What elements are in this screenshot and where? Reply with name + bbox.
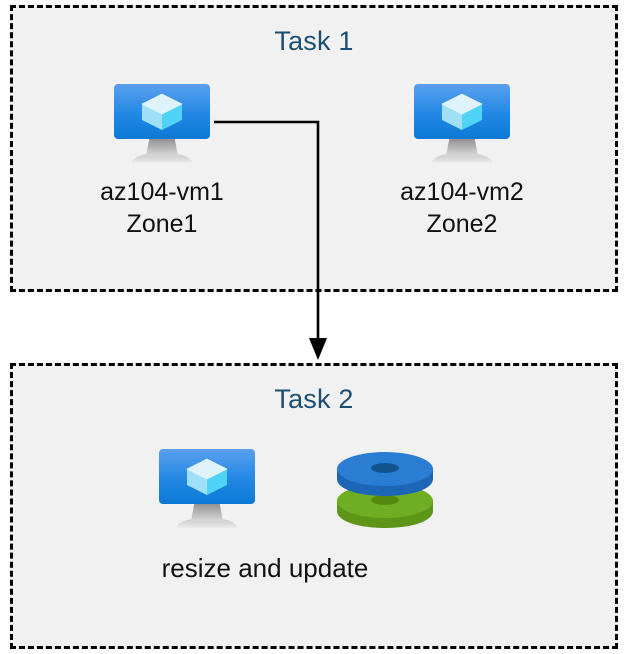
azure-virtual-machine-icon bbox=[410, 80, 514, 168]
task-1-title: Task 1 bbox=[274, 26, 354, 56]
azure-virtual-machine-icon bbox=[155, 445, 259, 533]
task-2-caption: resize and update bbox=[161, 553, 369, 583]
task-2-title: Task 2 bbox=[274, 384, 354, 414]
azure-disks-icon bbox=[333, 443, 437, 533]
vm1-label: az104-vm1 Zone1 bbox=[100, 178, 224, 238]
azure-virtual-machine-icon bbox=[110, 80, 214, 168]
task-2-group-box bbox=[10, 363, 618, 649]
vm2-label: az104-vm2 Zone2 bbox=[400, 178, 524, 238]
